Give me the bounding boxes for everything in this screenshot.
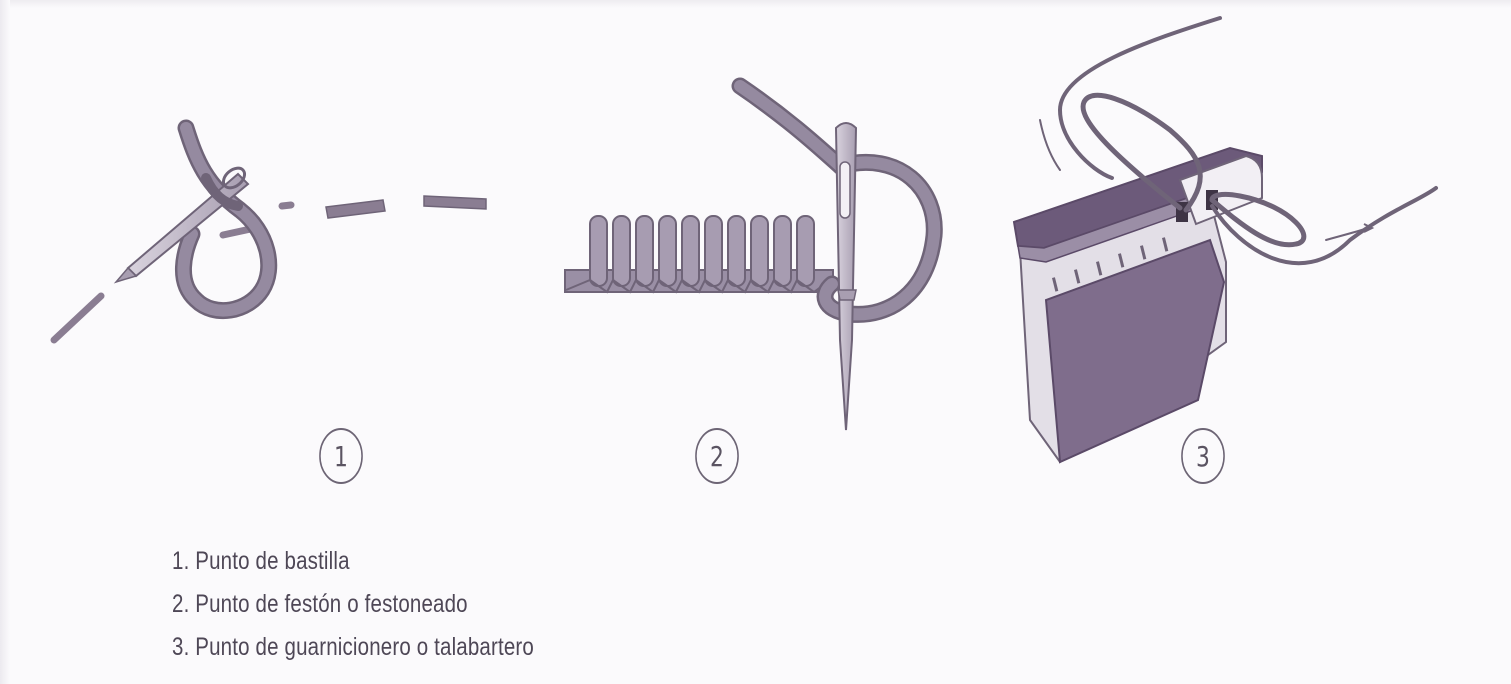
legend-item-2: 2. Punto de festón o festoneado	[172, 583, 534, 626]
saddle-stitch-illustration	[1014, 18, 1436, 462]
running-stitch-dashes	[326, 196, 486, 218]
running-stitch-illustration	[54, 128, 486, 340]
legend-item-1: 1. Punto de bastilla	[172, 540, 534, 583]
step-number-3: 3	[1181, 428, 1225, 484]
legend-item-3: 3. Punto de guarnicionero o talabartero	[172, 626, 534, 669]
blanket-stitch-illustration	[565, 86, 934, 430]
blanket-stitch-needle	[836, 123, 856, 430]
step-number-2: 2	[695, 428, 739, 484]
stitch-legend: 1. Punto de bastilla 2. Punto de festón …	[172, 540, 534, 669]
step-number-1: 1	[319, 428, 363, 484]
